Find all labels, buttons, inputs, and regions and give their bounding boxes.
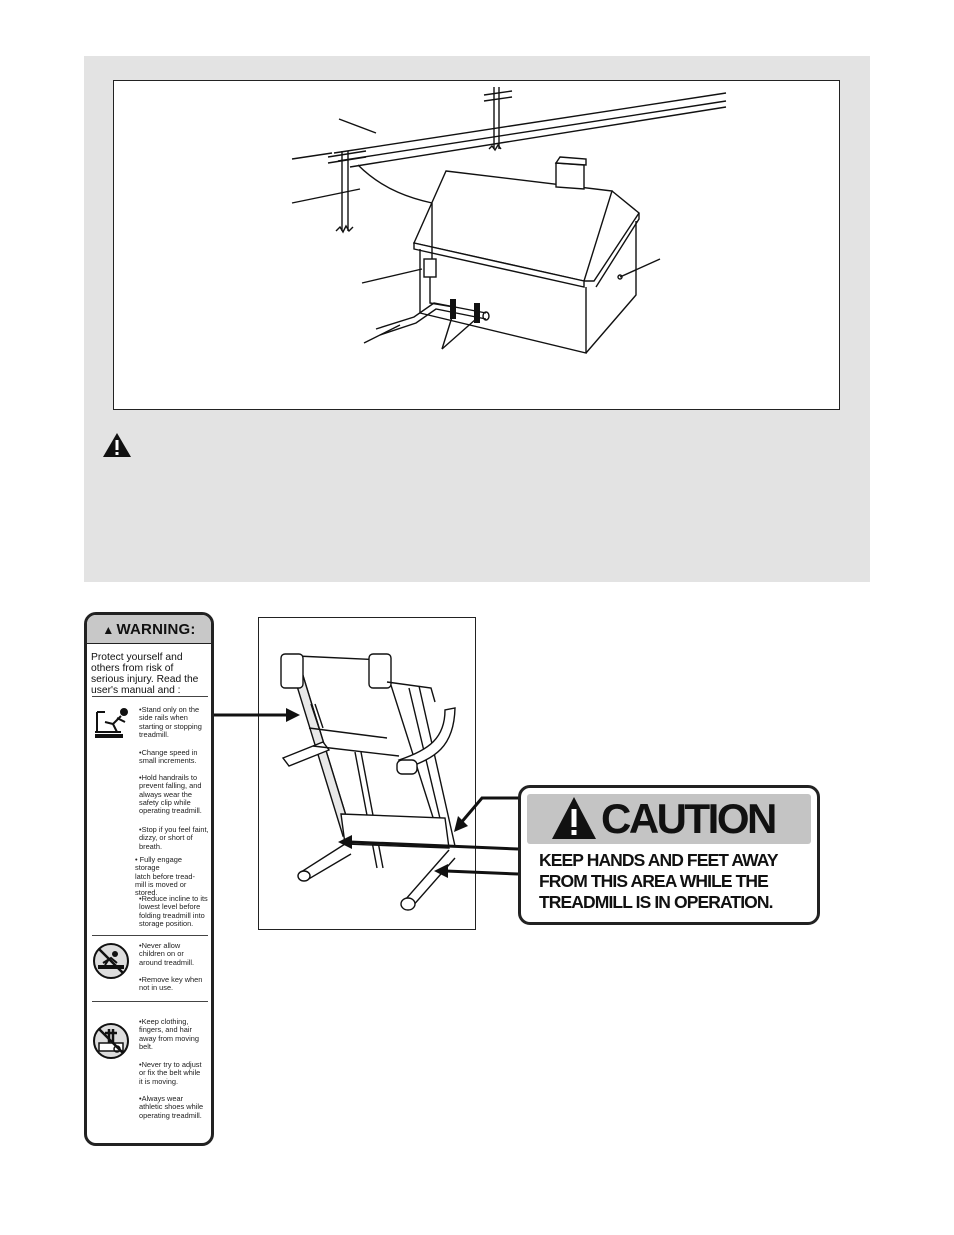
warning-decal: ▲WARNING: Protect yourself and others fr…	[84, 612, 214, 1146]
house-grounding-drawing	[291, 87, 727, 354]
caution-line: KEEP HANDS AND FEET AWAY	[539, 850, 779, 870]
folded-treadmill-drawing	[280, 653, 456, 911]
divider	[92, 696, 208, 697]
divider	[92, 1001, 208, 1002]
caution-message: KEEP HANDS AND FEET AWAY FROM THIS AREA …	[539, 850, 815, 913]
warning-triangle-icon: ▲	[102, 623, 115, 637]
grounding-illustration	[113, 80, 840, 410]
exclamation-triangle-icon	[552, 797, 596, 839]
treadmill-illustration	[258, 617, 476, 930]
caution-line: FROM THIS AREA WHILE THE	[539, 871, 769, 891]
caution-title: CAUTION	[601, 795, 777, 842]
warning-title: WARNING:	[116, 621, 196, 638]
warning-header: ▲WARNING:	[87, 615, 211, 644]
no-children-icon	[93, 943, 129, 979]
warning-intro: Protect yourself and others from risk of…	[91, 652, 199, 697]
caution-line: TREADMILL IS IN OPERATION.	[539, 892, 774, 912]
warning-item: •Stop if you feel faint,dizzy, or short …	[139, 825, 209, 851]
warning-triangle-icon	[103, 433, 131, 457]
divider	[92, 935, 208, 936]
caution-decal: CAUTION KEEP HANDS AND FEET AWAY FROM TH…	[518, 785, 820, 925]
fall-hazard-icon	[95, 708, 128, 738]
no-hands-near-belt-icon	[93, 1023, 129, 1059]
